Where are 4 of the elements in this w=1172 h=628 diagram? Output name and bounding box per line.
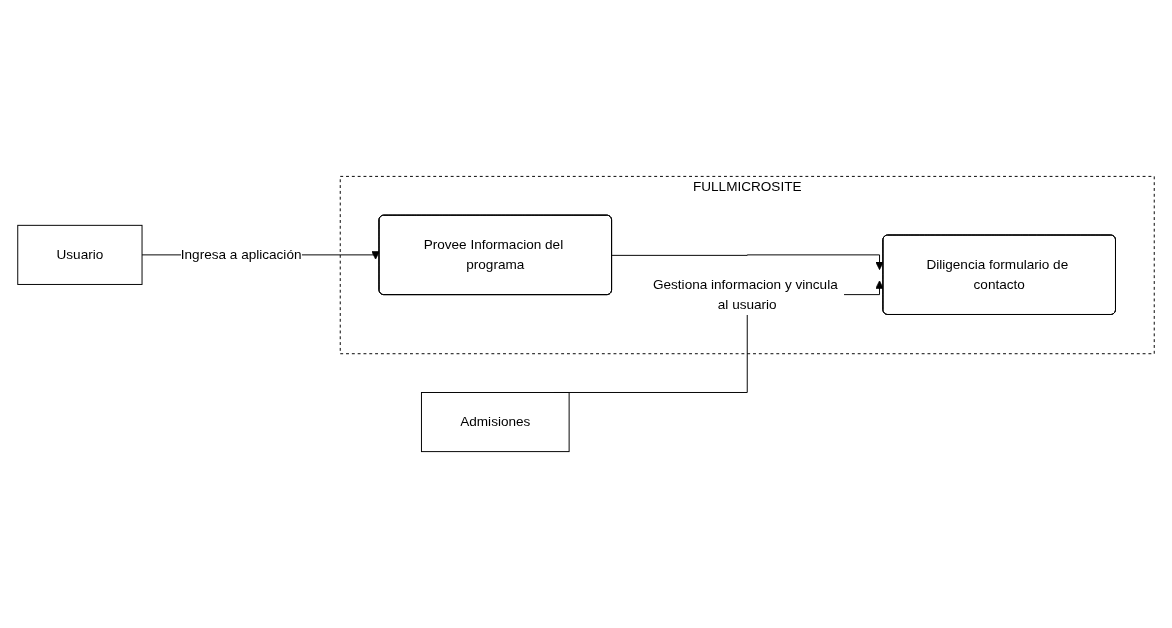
edge-label: Gestiona informacion y vincula al usuario bbox=[652, 276, 838, 313]
node-box: Admisiones bbox=[420, 392, 570, 453]
edge-label: Ingresa a aplicación bbox=[180, 246, 302, 263]
node-box: Usuario bbox=[17, 224, 143, 285]
